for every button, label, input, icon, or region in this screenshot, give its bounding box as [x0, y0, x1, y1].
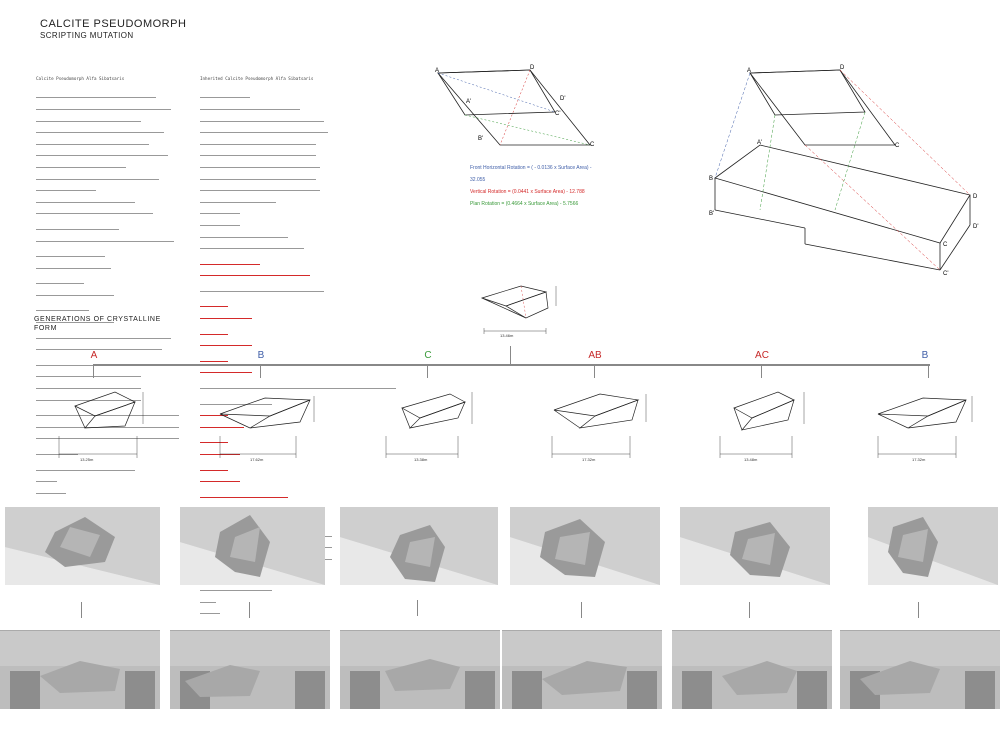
render-4 [510, 507, 660, 585]
svg-text:D: D [840, 65, 845, 71]
generation-width: 13.38m [414, 457, 428, 462]
generation-width: 13.25m [80, 457, 94, 462]
elevation-2 [170, 630, 330, 709]
root-crystal [480, 285, 557, 334]
generation-crystal [551, 393, 647, 458]
render-1 [5, 507, 160, 585]
eq-front: Front Horizontal Rotation = ( - 0.0136 x… [470, 165, 592, 183]
svg-text:A: A [435, 68, 439, 74]
svg-text:D': D' [560, 96, 565, 102]
svg-text:A': A' [757, 140, 762, 146]
svg-text:C: C [590, 142, 595, 148]
svg-text:D: D [973, 194, 978, 200]
code-heading-left: Calcite Pseudomorph Alfa Sibatsaris [36, 75, 125, 81]
tree-branch-line [94, 364, 930, 366]
svg-text:D: D [530, 65, 535, 71]
svg-text:B': B' [709, 211, 714, 217]
root-dimension: 13.46m [500, 333, 514, 338]
generation-width: 17.32m [912, 457, 926, 462]
generation-width: 17.62m [250, 457, 264, 462]
rotation-diagram-1: A D C D' A' C' B' [435, 65, 595, 148]
elevation-5 [672, 630, 832, 709]
render-3 [340, 507, 498, 585]
eq-plan: Plan Rotation = (0.4664 x Surface Area) … [470, 201, 579, 207]
generation-width: 17.32m [582, 457, 596, 462]
elevation-4 [502, 630, 662, 709]
tree-trunk [510, 346, 511, 364]
section-label: GENERATIONS OF CRYSTALLINE FORM [34, 316, 161, 332]
svg-text:C': C' [555, 111, 560, 117]
code-heading-right: Inherited Calcite Pseudomorph Alfa Sibat… [200, 75, 314, 81]
branch-tick [93, 364, 94, 378]
elevation-6 [840, 630, 1000, 709]
connector-tick [581, 602, 582, 618]
generation-width: 13.48m [744, 457, 758, 462]
elevation-3 [340, 630, 500, 709]
generation-label: AC [755, 350, 769, 361]
render-6 [868, 507, 998, 585]
branch-tick [594, 364, 595, 378]
branch-tick [260, 364, 261, 378]
generation-crystal [219, 396, 315, 458]
generation-label: C [424, 350, 432, 361]
generation-crystal [385, 392, 473, 458]
branch-tick [761, 364, 762, 378]
connector-tick [81, 602, 82, 618]
svg-text:C': C' [943, 271, 948, 277]
svg-text:A: A [747, 68, 751, 74]
svg-text:A': A' [466, 99, 471, 105]
page-title: CALCITE PSEUDOMORPH [40, 18, 187, 30]
render-2 [180, 507, 325, 585]
svg-text:C: C [943, 242, 948, 248]
branch-tick [928, 364, 929, 378]
svg-text:B: B [709, 176, 713, 182]
code-block-right: Inherited Calcite Pseudomorph Alfa Sibat… [200, 72, 400, 626]
generation-label: A [90, 350, 98, 361]
connector-tick [249, 602, 250, 618]
connector-tick [918, 602, 919, 618]
branch-tick [427, 364, 428, 378]
rotation-equations: Front Horizontal Rotation = ( - 0.0136 x… [470, 162, 600, 210]
generation-label: B [257, 350, 265, 361]
svg-text:C: C [895, 143, 900, 149]
code-block-left: Calcite Pseudomorph Alfa Sibatsaris [36, 72, 186, 506]
render-5 [680, 507, 830, 585]
rotation-diagram-2: A D C B B' D D' C C' A' [709, 65, 978, 277]
svg-text:D': D' [973, 224, 978, 230]
eq-vertical: Vertical Rotation = (0.0441 x Surface Ar… [470, 189, 585, 195]
connector-tick [749, 602, 750, 618]
generation-crystal [58, 391, 144, 458]
generation-label: AB [588, 350, 602, 361]
generation-crystal [719, 391, 805, 458]
page-subtitle: SCRIPTING MUTATION [40, 31, 134, 40]
connector-tick [417, 600, 418, 616]
svg-text:B': B' [478, 136, 483, 142]
generation-crystal [877, 396, 973, 458]
elevation-1 [0, 630, 160, 709]
code-text-placeholder [36, 90, 186, 502]
generation-label: B [921, 350, 929, 361]
